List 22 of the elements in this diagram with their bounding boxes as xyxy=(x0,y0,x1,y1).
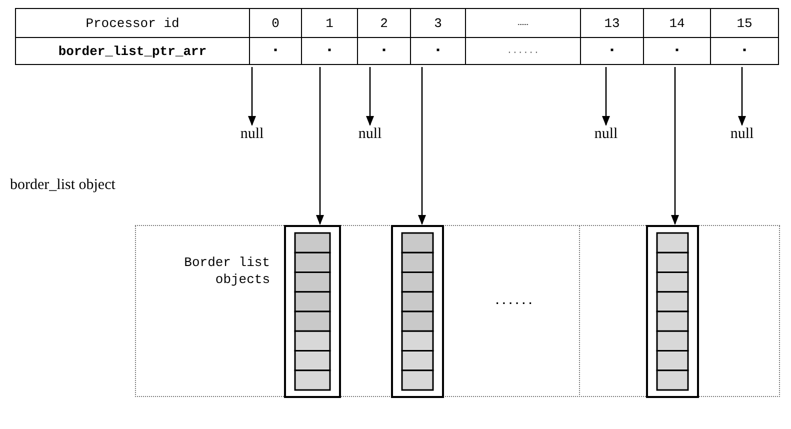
list-box xyxy=(646,225,699,398)
ellipsis-text: ...... xyxy=(494,296,534,308)
arrow xyxy=(738,67,746,126)
container-panel xyxy=(135,225,780,397)
row-header-cell: Processor id xyxy=(15,8,250,38)
arrow xyxy=(316,67,324,225)
list-box xyxy=(391,225,444,398)
list-box xyxy=(284,225,341,398)
null-label: null xyxy=(725,126,759,146)
row-header-cell: border_list_ptr_arr xyxy=(15,37,250,65)
table-cell: 15 xyxy=(710,8,779,38)
caption-text: border_list object xyxy=(10,177,116,194)
null-label: null xyxy=(353,126,387,146)
arrow xyxy=(671,67,679,225)
arrow xyxy=(248,67,256,126)
null-label: null xyxy=(235,126,269,146)
arrow xyxy=(366,67,374,126)
pointer-cell: ▪ xyxy=(710,37,779,65)
arrow xyxy=(602,67,610,126)
panel-text: Border list objects xyxy=(183,254,270,288)
null-label: null xyxy=(589,126,623,146)
arrow xyxy=(418,67,426,225)
